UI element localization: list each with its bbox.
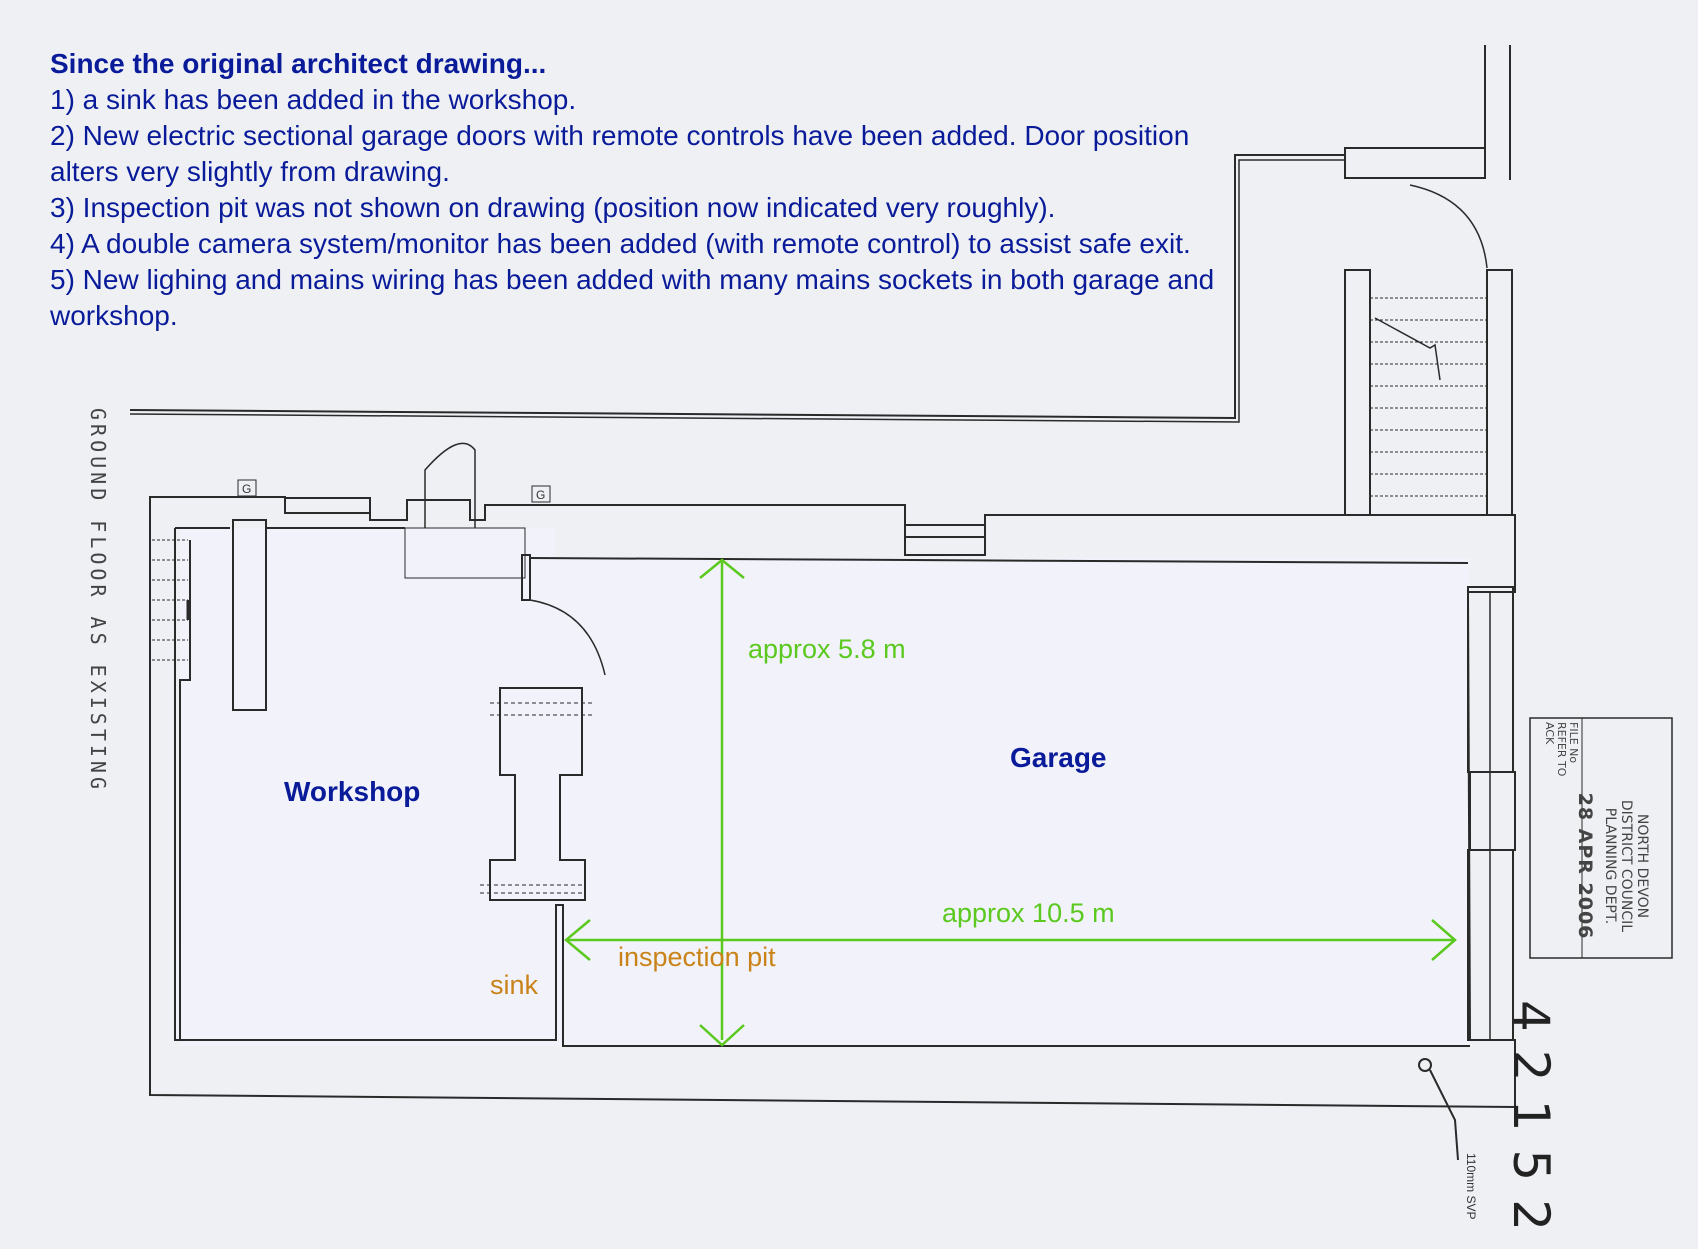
note-item-1: 1) a sink has been added in the workshop… — [50, 84, 577, 115]
inner-wall — [174, 528, 1470, 1047]
stamp-box — [1529, 717, 1673, 959]
gas-marker-box-1 — [237, 479, 257, 497]
notes-block: Since the original architect drawing... … — [50, 46, 1230, 334]
stamp-line-2: DISTRICT COUNCIL — [1618, 799, 1634, 933]
note-item-4: 4) A double camera system/monitor has be… — [50, 228, 1191, 259]
garage-floor — [530, 558, 1470, 1046]
upper-right-wall — [1344, 147, 1486, 179]
stamp-line-1: NORTH DEVON — [1634, 813, 1650, 919]
window-garage — [904, 524, 986, 538]
column-dashes — [480, 702, 595, 894]
workshop-stepped-wall — [179, 540, 191, 1040]
workshop-left-dashes — [152, 539, 188, 661]
note-item-5: 5) New lighing and mains wiring has been… — [50, 264, 1215, 331]
height-arrow-top — [699, 558, 745, 579]
svp-leader — [1429, 1069, 1459, 1161]
note-item-2: 2) New electric sectional garage doors w… — [50, 120, 1190, 187]
garage-door-middle — [1469, 771, 1516, 851]
stair-treads — [1370, 297, 1487, 497]
stamp-refer-to: REFER TO — [1555, 722, 1568, 777]
gas-marker-box-2 — [531, 485, 551, 503]
boundary-line-inner — [129, 159, 1345, 423]
stair-door-swing — [1409, 184, 1488, 269]
width-arrow-left — [564, 919, 591, 961]
height-arrow-bottom — [699, 1024, 745, 1047]
gas-marker-1: G — [242, 482, 251, 496]
svp-pipe — [1418, 1058, 1432, 1072]
notes-heading: Since the original architect drawing... — [50, 48, 547, 79]
door-frame-top — [404, 527, 526, 579]
interior-door-swing — [529, 599, 606, 676]
door-swing-top — [424, 442, 476, 528]
note-item-3: 3) Inspection pit was not shown on drawi… — [50, 192, 1056, 223]
workshop-label: Workshop — [284, 776, 421, 807]
width-dimension-label: approx 10.5 m — [942, 898, 1115, 928]
drawing-title: GROUND FLOOR AS EXISTING — [86, 408, 110, 793]
stamp-file-no: FILE No — [1567, 722, 1580, 764]
svp-label: 110mm SVP — [1464, 1153, 1478, 1220]
stamp-ack: ACK — [1543, 722, 1556, 745]
stair-right-wall — [1486, 269, 1513, 516]
central-column — [489, 687, 586, 901]
boundary-line — [129, 154, 1345, 420]
sink-label: sink — [490, 970, 539, 1000]
floor-plan-drawing: G G — [129, 45, 1673, 1161]
height-dimension-label: approx 5.8 m — [748, 634, 906, 664]
workshop-pier — [232, 519, 267, 711]
stair-left-wall — [1344, 269, 1371, 516]
width-arrow-right — [1431, 919, 1457, 961]
workshop-floor — [180, 528, 555, 1046]
stair-arrow — [1374, 317, 1441, 381]
inspection-pit-label: inspection pit — [618, 942, 776, 972]
partition-stub — [521, 554, 531, 601]
garage-label: Garage — [1010, 742, 1107, 773]
window-workshop — [284, 497, 371, 514]
stamp-number: 42152 — [1502, 1000, 1560, 1249]
upper-right-vertical — [1484, 45, 1511, 180]
planning-stamp: NORTH DEVON DISTRICT COUNCIL PLANNING DE… — [1543, 716, 1650, 1016]
stamp-line-3: PLANNING DEPT. — [1602, 807, 1618, 925]
garage-inner-top — [529, 557, 1469, 564]
gas-marker-2: G — [536, 488, 545, 502]
